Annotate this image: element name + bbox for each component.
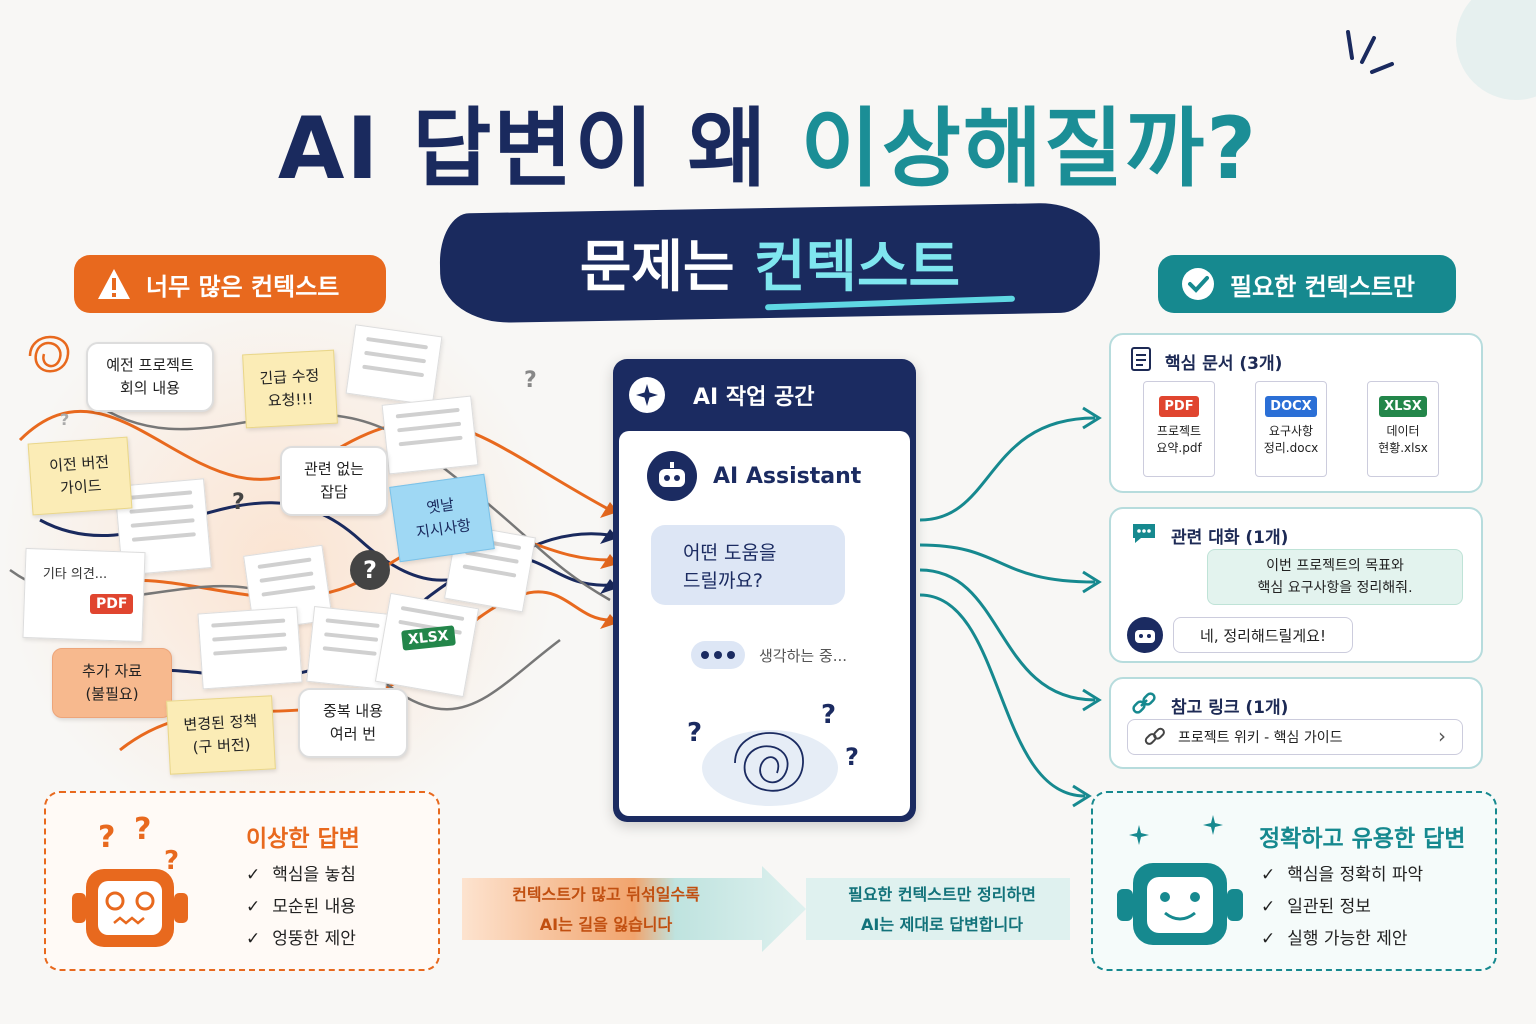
warning-icon [96, 266, 132, 302]
link-icon [1131, 691, 1157, 720]
note-unrelated: 관련 없는 잡담 [280, 446, 388, 516]
question-mark-icon: ? [524, 368, 537, 393]
note-changed-policy: 변경된 정책 (구 버전) [166, 695, 276, 775]
check-circle-icon [1180, 266, 1216, 302]
banner-right-text: 필요한 컨텍스트만 정리하면 AI는 제대로 답변합니다 [848, 885, 1036, 934]
list-item: 일관된 정보 [1261, 891, 1423, 923]
panel-body: AI Assistant 어떤 도움을 드릴까요? 생각하는 중... ? ? … [619, 431, 910, 816]
accurate-answer-title: 정확하고 유용한 답변 [1259, 826, 1466, 852]
user-message: 이번 프로젝트의 목표와 핵심 요구사항을 정리해줘. [1207, 549, 1463, 605]
reference-link-card: 참고 링크 (1개) 프로젝트 위키 - 핵심 가이드 › [1109, 677, 1483, 769]
question-mark-icon: ? [232, 490, 245, 515]
note-extra: 추가 자료 (불필요) [52, 648, 172, 718]
bot-message: 네, 정리해드릴게요! [1173, 617, 1353, 653]
scattered-document [345, 324, 443, 406]
thinking-indicator: 생각하는 중... [691, 641, 847, 669]
ai-workspace-panel: AI 작업 공간 AI Assistant 어떤 도움을 드릴까요? 생각하는 … [613, 359, 916, 822]
question-mark-icon: ? [845, 743, 859, 771]
svg-text:?: ? [164, 846, 179, 876]
assistant-question-bubble: 어떤 도움을 드릴까요? [651, 525, 845, 605]
accurate-answer-box: 정확하고 유용한 답변 핵심을 정확히 파악 일관된 정보 실행 가능한 제안 [1091, 791, 1497, 971]
panel-header: AI 작업 공간 [613, 375, 916, 415]
sparkle-lines-icon [1346, 30, 1394, 74]
related-chat-card: 관련 대화 (1개) 이번 프로젝트의 목표와 핵심 요구사항을 정리해줘. 네… [1109, 507, 1483, 663]
card-title: 관련 대화 (1개) [1131, 521, 1288, 550]
card-title: 참고 링크 (1개) [1131, 691, 1288, 720]
strange-answer-box: ? ? ? 이상한 답변 핵심을 놓침 모순된 내용 엉뚱한 제안 [44, 791, 440, 971]
question-bubble-icon: ? [350, 550, 390, 590]
strange-answer-list: 핵심을 놓침 모순된 내용 엉뚱한 제안 [246, 859, 356, 955]
note-urgent: 긴급 수정 요청!!! [242, 349, 338, 429]
note-prev-version: 이전 버전 가이드 [27, 436, 133, 516]
list-item: 실행 가능한 제안 [1261, 923, 1423, 955]
svg-text:?: ? [98, 820, 115, 855]
note-other-opinions: 기타 의견... [42, 566, 108, 582]
chevron-right-icon: › [1438, 724, 1446, 748]
note-old-instructions: 옛날 지시사항 [389, 473, 495, 563]
needed-context-pill: 필요한 컨텍스트만 [1158, 255, 1456, 313]
scribble-icon [28, 335, 70, 373]
accurate-answer-list: 핵심을 정확히 파악 일관된 정보 실행 가능한 제안 [1261, 859, 1423, 955]
link-icon [1144, 726, 1166, 752]
assistant-header: AI Assistant [647, 451, 861, 501]
wiki-link[interactable]: 프로젝트 위키 - 핵심 가이드 › [1127, 719, 1463, 755]
list-item: 모순된 내용 [246, 891, 356, 923]
page-title: AI 답변이 왜 이상해질까? [277, 99, 1259, 199]
confused-cloud-icon: ? ? ? [687, 700, 859, 806]
banner-left-text: 컨텍스트가 많고 뒤섞일수록 AI는 길을 잃습니다 [512, 885, 700, 934]
scattered-document [197, 606, 303, 690]
document-icon [1131, 347, 1151, 376]
typing-dots-icon [691, 641, 745, 669]
list-item: 핵심을 정확히 파악 [1261, 859, 1423, 891]
too-much-context-pill: 너무 많은 컨텍스트 [74, 255, 386, 313]
subtitle: 문제는 컨텍스트 [579, 235, 961, 300]
chat-icon [1131, 521, 1157, 550]
robot-icon [1127, 617, 1163, 653]
svg-text:?: ? [134, 812, 151, 847]
note-duplicate: 중복 내용 여러 번 [298, 688, 408, 758]
summary-arrow-banner: 컨텍스트가 많고 뒤섞일수록 AI는 길을 잃습니다 필요한 컨텍스트만 정리하… [462, 866, 1070, 952]
note-old-project: 예전 프로젝트 회의 내용 [86, 342, 214, 412]
robot-icon [647, 451, 697, 501]
strange-answer-title: 이상한 답변 [246, 826, 360, 852]
scattered-document [381, 395, 479, 475]
happy-robot-icon [1117, 815, 1243, 945]
question-mark-icon: ? [821, 700, 836, 730]
flow-arrows [919, 406, 1102, 808]
pdf-tag: PDF [90, 594, 134, 614]
question-mark-icon: ? [687, 718, 702, 748]
question-mark-icon: ? [60, 410, 70, 429]
confused-robot-icon: ? ? ? [72, 812, 188, 947]
list-item: 엉뚱한 제안 [246, 923, 356, 955]
list-item: 핵심을 놓침 [246, 859, 356, 891]
sparkle-icon [629, 377, 665, 413]
card-title: 핵심 문서 (3개) [1131, 347, 1282, 376]
